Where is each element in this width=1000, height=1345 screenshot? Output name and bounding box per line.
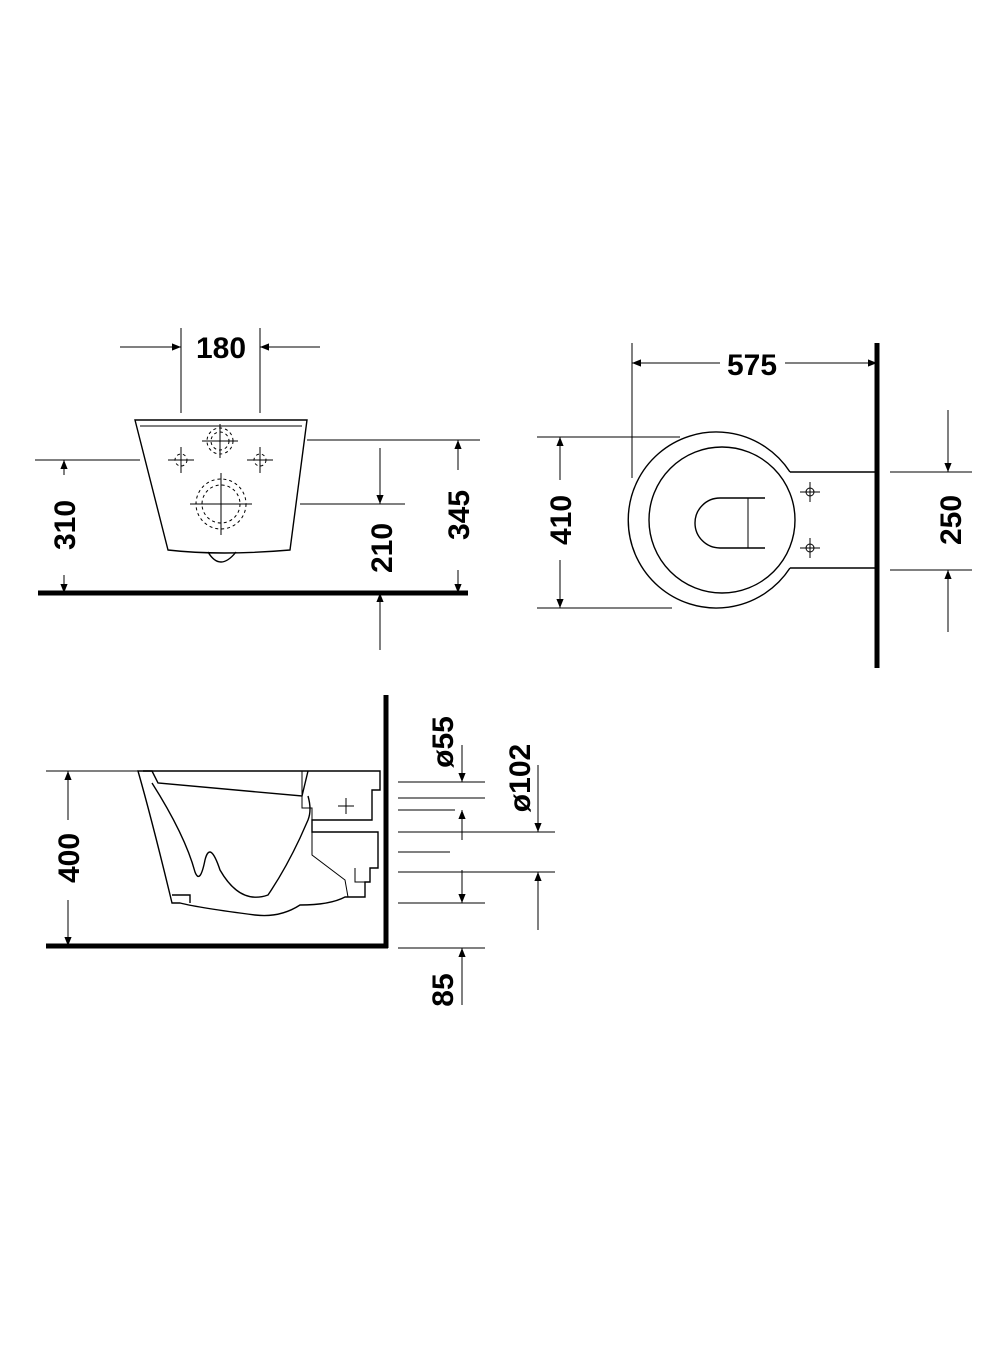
top-bowl-inner xyxy=(648,446,796,594)
dim-85-label: 85 xyxy=(427,973,460,1006)
side-bowl-outline xyxy=(137,770,381,917)
front-fixing-right xyxy=(247,447,273,473)
side-back-block xyxy=(301,771,313,820)
side-back-foot xyxy=(354,868,370,883)
side-bowl-cavity xyxy=(151,782,311,898)
dim-410-label: 410 xyxy=(545,495,578,545)
top-view: 575 410 250 xyxy=(537,343,972,668)
top-fixing-upper xyxy=(800,482,820,502)
front-outlet xyxy=(190,473,252,535)
dim-400-label: 400 xyxy=(53,833,86,883)
dim-210-label: 210 xyxy=(366,523,399,573)
dim-55-label: ø55 xyxy=(427,716,460,768)
side-front-foot xyxy=(172,894,191,903)
dim-250-label: 250 xyxy=(935,495,968,545)
top-bowl-outer xyxy=(627,431,791,609)
front-view: 180 310 210 345 xyxy=(35,328,480,650)
top-opening xyxy=(694,497,765,549)
front-inlet xyxy=(202,424,238,458)
side-back-lower xyxy=(311,832,349,898)
front-spigot xyxy=(207,551,237,563)
dim-345-label: 345 xyxy=(443,490,476,540)
dim-180-label: 180 xyxy=(196,332,246,365)
dim-310-label: 310 xyxy=(49,500,82,550)
front-fixing-left xyxy=(168,447,194,473)
front-bowl-outline xyxy=(134,419,308,554)
side-view: 400 ø55 ø102 85 xyxy=(46,695,555,1007)
side-rim xyxy=(143,770,309,797)
side-inlet-cross xyxy=(338,798,354,814)
dim-102-label: ø102 xyxy=(504,744,537,812)
top-fixing-lower xyxy=(800,538,820,558)
dim-575-label: 575 xyxy=(727,349,777,382)
